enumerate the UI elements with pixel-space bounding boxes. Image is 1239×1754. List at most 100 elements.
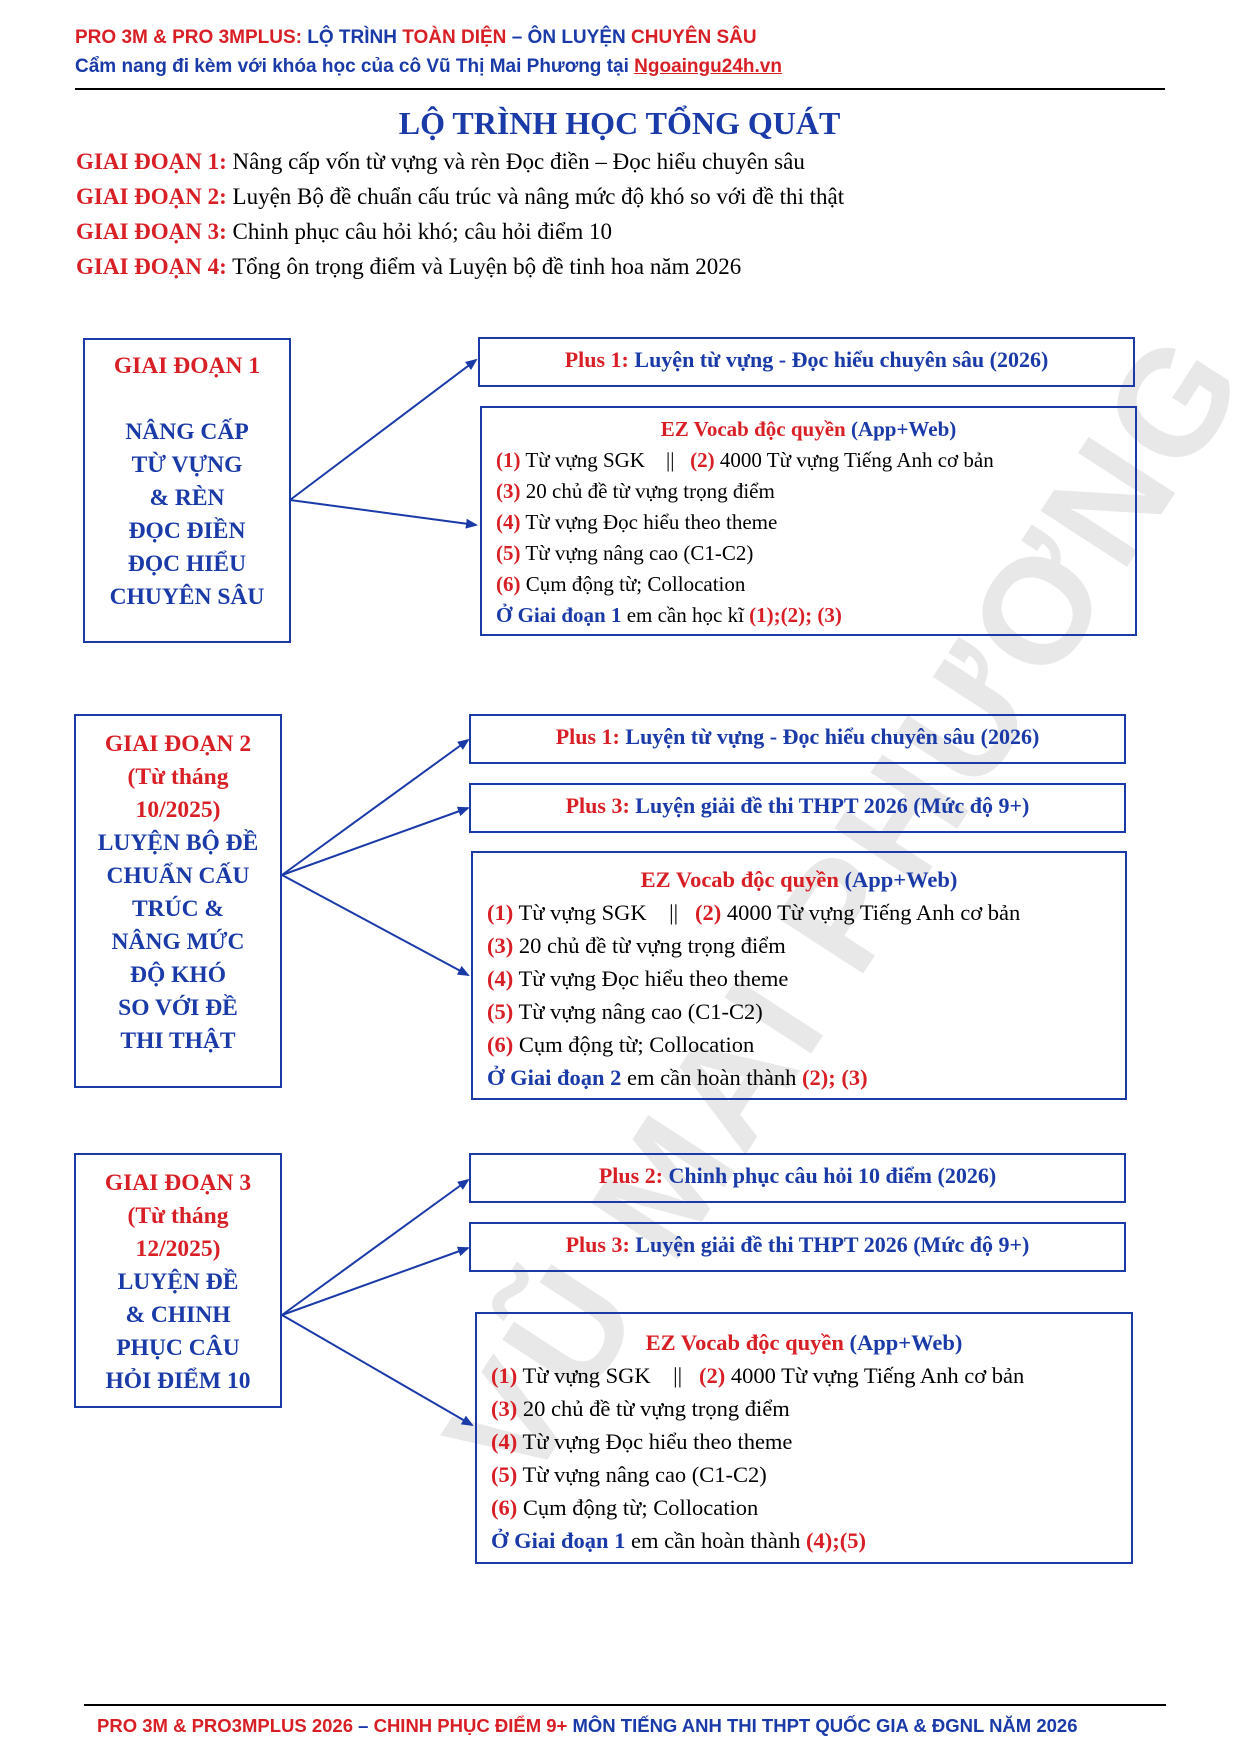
footer: PRO 3M & PRO3MPLUS 2026 – CHINH PHỤC ĐIỂ… [97, 1715, 1078, 1737]
ez-num: (6) [491, 1495, 518, 1520]
footer-seg: – [353, 1715, 374, 1736]
arrow-2a [281, 738, 470, 876]
plus-text: Luyện từ vựng - Đọc hiểu chuyên sâu (202… [628, 347, 1049, 372]
ez-text: 4000 Từ vựng Tiếng Anh cơ bản [721, 900, 1021, 925]
stage-line: TRÚC & [131, 896, 225, 922]
ez-item: (3) 20 chủ đề từ vựng trọng điểm [496, 476, 1121, 507]
ez-num: (2) [695, 900, 722, 925]
ez-note: Ở Giai đoạn 2 em cần hoàn thành (2); (3) [487, 1061, 1111, 1094]
header-seg: TOÀN DIỆN [402, 27, 507, 48]
ez-title-bold: EZ Vocab độc quyền [640, 867, 839, 892]
ez-title-bold: EZ Vocab độc quyền [660, 417, 846, 441]
stage-3-box: GIAI ĐOẠN 3 (Từ tháng 12/2025) LUYỆN ĐỀ … [74, 1153, 282, 1408]
ez-vocab-box: EZ Vocab độc quyền (App+Web) (1) Từ vựng… [475, 1312, 1133, 1564]
ez-text: Từ vựng SGK [513, 900, 647, 925]
ez-num: (4) [487, 966, 514, 991]
header-seg: LỘ TRÌNH [307, 27, 403, 48]
ez-title-rest: (App+Web) [838, 867, 958, 892]
stage-line: THI THẬT [120, 1028, 236, 1054]
ez-note-mid: em cần hoàn thành [621, 1065, 802, 1090]
ez-item: (3) 20 chủ đề từ vựng trọng điểm [491, 1392, 1117, 1425]
stage-2-box: GIAI ĐOẠN 2 (Từ tháng 10/2025) LUYỆN BỘ … [74, 714, 282, 1088]
plus-text: Luyện giải đề thi THPT 2026 (Mức độ 9+) [629, 1232, 1030, 1257]
arrow-3a [281, 1178, 470, 1316]
stage-line: ĐỌC ĐIỀN [128, 518, 246, 544]
stage-line: SO VỚI ĐỀ [118, 995, 238, 1021]
stage-line: NÂNG MỨC [111, 929, 245, 955]
plus-box: Plus 2: Chinh phục câu hỏi 10 điểm (2026… [469, 1153, 1126, 1203]
ez-title: EZ Vocab độc quyền (App+Web) [491, 1326, 1117, 1359]
ez-num: (2) [690, 448, 715, 472]
stage-line: CHUẨN CẤU [106, 863, 250, 889]
ez-note-lead: Ở Giai đoạn 1 [491, 1528, 626, 1553]
header-seg: CHUYÊN SÂU [631, 27, 757, 48]
ez-text: 20 chủ đề từ vựng trọng điểm [517, 1396, 790, 1421]
stage-line: & CHINH [125, 1302, 231, 1328]
arrow-2c [281, 874, 470, 976]
ez-text: Từ vựng nâng cao (C1-C2) [513, 999, 763, 1024]
ez-note-nums: (4);(5) [805, 1528, 866, 1553]
phase-label: GIAI ĐOẠN 1: [76, 149, 227, 174]
arrow-3b [281, 1246, 470, 1316]
plus-text: Chinh phục câu hỏi 10 điểm (2026) [663, 1163, 997, 1188]
phase-line-4: GIAI ĐOẠN 4: Tổng ôn trọng điểm và Luyện… [76, 254, 741, 280]
header-rule [75, 88, 1165, 90]
ez-sep: || [669, 900, 679, 925]
ez-item: (5) Từ vựng nâng cao (C1-C2) [496, 538, 1121, 569]
ez-num: (4) [496, 510, 521, 534]
stage-line: & RÈN [149, 485, 225, 511]
phase-text: Tổng ôn trọng điểm và Luyện bộ đề tinh h… [226, 254, 742, 279]
footer-rule [84, 1704, 1166, 1706]
ez-item: (3) 20 chủ đề từ vựng trọng điểm [487, 929, 1111, 962]
arrow-3c [281, 1314, 474, 1427]
header-line-2: Cẩm nang đi kèm với khóa học của cô Vũ T… [75, 56, 782, 78]
header-subtitle: Cẩm nang đi kèm với khóa học của cô Vũ T… [75, 56, 635, 77]
stage-line: NÂNG CẤP [125, 419, 249, 445]
stage-line: LUYỆN ĐỀ [117, 1269, 239, 1295]
ez-note-mid: em cần hoàn thành [625, 1528, 806, 1553]
ez-text: Cụm động từ; Collocation [513, 1032, 755, 1057]
plus-label: Plus 3: [565, 1232, 630, 1257]
stage-1-box: GIAI ĐOẠN 1 NÂNG CẤP TỪ VỰNG & RÈN ĐỌC Đ… [83, 338, 291, 643]
ez-num: (1) [487, 900, 514, 925]
arrow-1b [289, 499, 478, 529]
ez-num: (1) [496, 448, 521, 472]
plus-text: Luyện từ vựng - Đọc hiểu chuyên sâu (202… [619, 724, 1040, 749]
ez-num: (5) [491, 1462, 518, 1487]
phase-line-3: GIAI ĐOẠN 3: Chinh phục câu hỏi khó; câu… [76, 219, 612, 245]
plus-box: Plus 1: Luyện từ vựng - Đọc hiểu chuyên … [478, 337, 1135, 387]
phase-label: GIAI ĐOẠN 2: [76, 184, 227, 209]
ez-text: 20 chủ đề từ vựng trọng điểm [513, 933, 786, 958]
phase-text: Luyện Bộ đề chuẩn cấu trúc và nâng mức đ… [226, 184, 845, 209]
ez-item: (6) Cụm động từ; Collocation [496, 569, 1121, 600]
phase-label: GIAI ĐOẠN 3: [76, 219, 227, 244]
stage-line: ĐỘ KHÓ [130, 962, 226, 988]
ez-item: (4) Từ vựng Đọc hiểu theo theme [491, 1425, 1117, 1458]
ez-num: (3) [487, 933, 514, 958]
stage-date: 12/2025) [135, 1236, 221, 1262]
ez-num: (4) [491, 1429, 518, 1454]
header-seg: PRO 3M & PRO 3MPLUS: [75, 27, 308, 48]
ez-note-lead: Ở Giai đoạn 1 [496, 603, 622, 627]
stage-line: LUYỆN BỘ ĐỀ [97, 830, 259, 856]
plus-text: Luyện giải đề thi THPT 2026 (Mức độ 9+) [629, 793, 1030, 818]
ez-sep: || [673, 1363, 683, 1388]
phase-text: Nâng cấp vốn từ vựng và rèn Đọc điền – Đ… [226, 149, 805, 174]
plus-label: Plus 1: [555, 724, 620, 749]
ez-num: (2) [699, 1363, 726, 1388]
ez-item: (5) Từ vựng nâng cao (C1-C2) [491, 1458, 1117, 1491]
ez-sep: || [665, 448, 675, 472]
ez-title-rest: (App+Web) [845, 417, 957, 441]
footer-seg: CHINH PHỤC ĐIỂM 9+ [373, 1715, 568, 1736]
ez-text: Từ vựng SGK [517, 1363, 651, 1388]
ez-vocab-box: EZ Vocab độc quyền (App+Web) (1) Từ vựng… [480, 406, 1137, 636]
ez-vocab-box: EZ Vocab độc quyền (App+Web) (1) Từ vựng… [471, 851, 1127, 1100]
stage-date: (Từ tháng [127, 1203, 229, 1229]
ez-note: Ở Giai đoạn 1 em cần học kĩ (1);(2); (3) [496, 600, 1121, 631]
header-link[interactable]: Ngoaingu24h.vn [634, 56, 782, 77]
ez-num: (6) [496, 572, 521, 596]
header-seg: ÔN LUYỆN [527, 27, 631, 48]
arrow-2b [281, 806, 470, 876]
stage-line: HỎI ĐIỂM 10 [105, 1368, 251, 1394]
plus-box: Plus 1: Luyện từ vựng - Đọc hiểu chuyên … [469, 714, 1126, 764]
